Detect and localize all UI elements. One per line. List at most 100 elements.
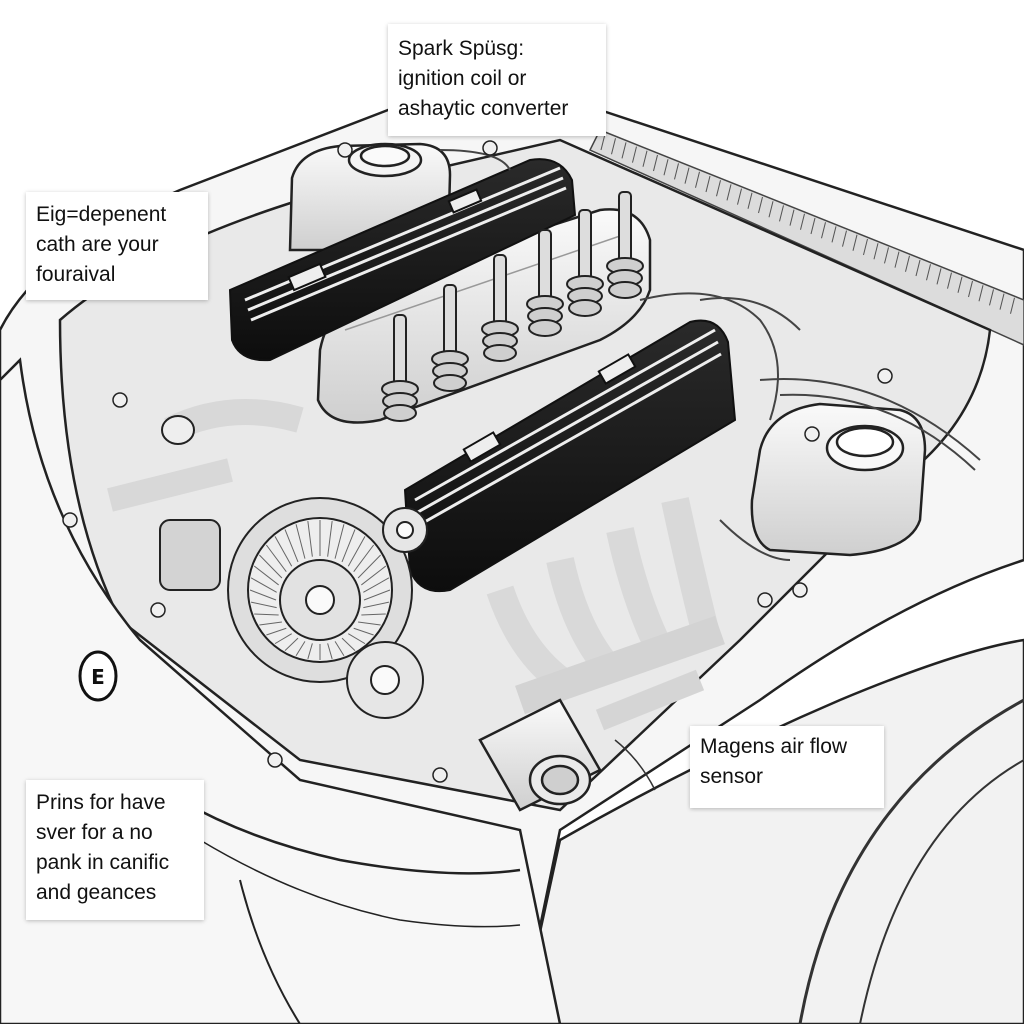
- callout-spark-plug: Spark Spüsg: ignition coil or ashaytic c…: [388, 24, 606, 136]
- fan-fin: [341, 637, 356, 651]
- fan-fin: [259, 554, 283, 579]
- callout-line: cath are your: [36, 233, 159, 256]
- fan-fin: [307, 521, 313, 557]
- ignition-coil: [566, 209, 604, 317]
- grille-slat: [663, 159, 669, 176]
- ignition-coil-row: [381, 191, 644, 422]
- fan-fin: [284, 637, 299, 651]
- grille-slat: [926, 264, 931, 281]
- fan-fin: [250, 577, 277, 593]
- svg-text:E: E: [91, 665, 105, 689]
- fan-fins: [249, 520, 391, 660]
- fan-fin: [361, 565, 387, 586]
- grille-slat: [695, 171, 700, 188]
- callout-air-flow-sensor: Magens air flow sensor: [690, 726, 884, 808]
- valve-cover-left: [228, 158, 577, 362]
- grille-slat: [768, 201, 774, 218]
- grille-slat: [821, 222, 826, 239]
- cooling-fan-pulley: [227, 497, 413, 683]
- callout-line: and geances: [36, 881, 157, 904]
- bolt: [757, 592, 773, 608]
- bolt: [150, 602, 166, 618]
- fan-fin: [334, 641, 345, 657]
- fan-fin: [284, 529, 299, 563]
- callout-line: Prins for have: [36, 791, 166, 814]
- fan-fin: [358, 621, 381, 626]
- grille-slat: [852, 234, 858, 251]
- brand-emblem: E: [78, 650, 118, 702]
- grille-slat: [653, 154, 658, 172]
- callout-line: ignition coil or: [398, 67, 527, 90]
- grille-slat: [999, 293, 1005, 310]
- fan-fin: [253, 565, 279, 586]
- grille-slat: [989, 289, 994, 306]
- fan-fin: [347, 536, 366, 567]
- fan-fin: [357, 554, 381, 579]
- grille-slat: [936, 268, 942, 285]
- fan-fin: [274, 536, 293, 567]
- fan-fin: [363, 589, 391, 601]
- grille-slat: [978, 285, 984, 302]
- grille-slat: [915, 259, 921, 277]
- fan-fin: [341, 529, 356, 563]
- ignition-coil: [606, 191, 644, 299]
- bolt: [267, 752, 283, 768]
- grille-slat: [705, 175, 711, 193]
- grille-slat: [873, 243, 879, 260]
- bolt: [62, 512, 78, 528]
- ignition-coil: [481, 254, 519, 362]
- fan-fin: [274, 633, 292, 645]
- fastener-bolts: [62, 140, 893, 783]
- grille-slat: [789, 209, 795, 226]
- cowl-grille: [588, 129, 1024, 346]
- grille-slat: [831, 226, 837, 243]
- fan-fin: [353, 627, 374, 636]
- grille-slat: [800, 213, 805, 230]
- fan-fin: [327, 643, 333, 660]
- fan-fin: [254, 613, 279, 616]
- grille-slat: [737, 188, 742, 205]
- fan-fin: [250, 601, 277, 609]
- grille-slat: [716, 180, 721, 197]
- fan-fin: [295, 524, 306, 559]
- grille-slat: [684, 167, 690, 184]
- bolt: [482, 140, 498, 156]
- grille-slat: [1010, 297, 1015, 314]
- accessory-pulley: [346, 507, 428, 719]
- fan-fin: [307, 643, 313, 660]
- mass-air-flow-sensor: [478, 669, 705, 812]
- callout-line: pank in canific: [36, 851, 170, 874]
- callout-line: fouraival: [36, 263, 116, 286]
- fan-fin: [363, 577, 390, 593]
- fan-fin: [334, 524, 345, 559]
- ignition-coil: [431, 284, 469, 392]
- grille-slat: [758, 196, 763, 214]
- bolt: [432, 767, 448, 783]
- washer-reservoir: [750, 402, 927, 557]
- callout-line: ashaytic converter: [398, 97, 569, 120]
- grille-slat: [674, 163, 679, 180]
- valve-cover-right: [403, 319, 737, 592]
- grille-slat: [842, 230, 847, 247]
- wiring-harness: [439, 149, 981, 561]
- callout-line: sensor: [700, 765, 764, 788]
- fan-fin: [259, 621, 282, 626]
- grille-slat: [779, 205, 784, 222]
- fan-fin: [249, 589, 277, 601]
- bolt: [804, 426, 820, 442]
- fan-fin: [363, 601, 390, 609]
- callout-line: Magens air flow: [700, 735, 848, 758]
- bolt: [337, 142, 353, 158]
- grille-slat: [957, 276, 963, 293]
- fan-fin: [348, 633, 366, 645]
- grille-slat: [968, 280, 973, 298]
- callout-left-note: Eig=depenent cath are your fouraival: [26, 192, 208, 300]
- exhaust-header: [486, 497, 725, 715]
- grille-slat: [600, 133, 606, 151]
- grille-slat: [905, 255, 910, 272]
- callout-line: Spark Spüsg:: [398, 37, 525, 60]
- bolt: [112, 392, 128, 408]
- callout-bottom-note: Prins for have sver for a no pank in can…: [26, 780, 204, 920]
- callout-line: Eig=depenent: [36, 203, 167, 226]
